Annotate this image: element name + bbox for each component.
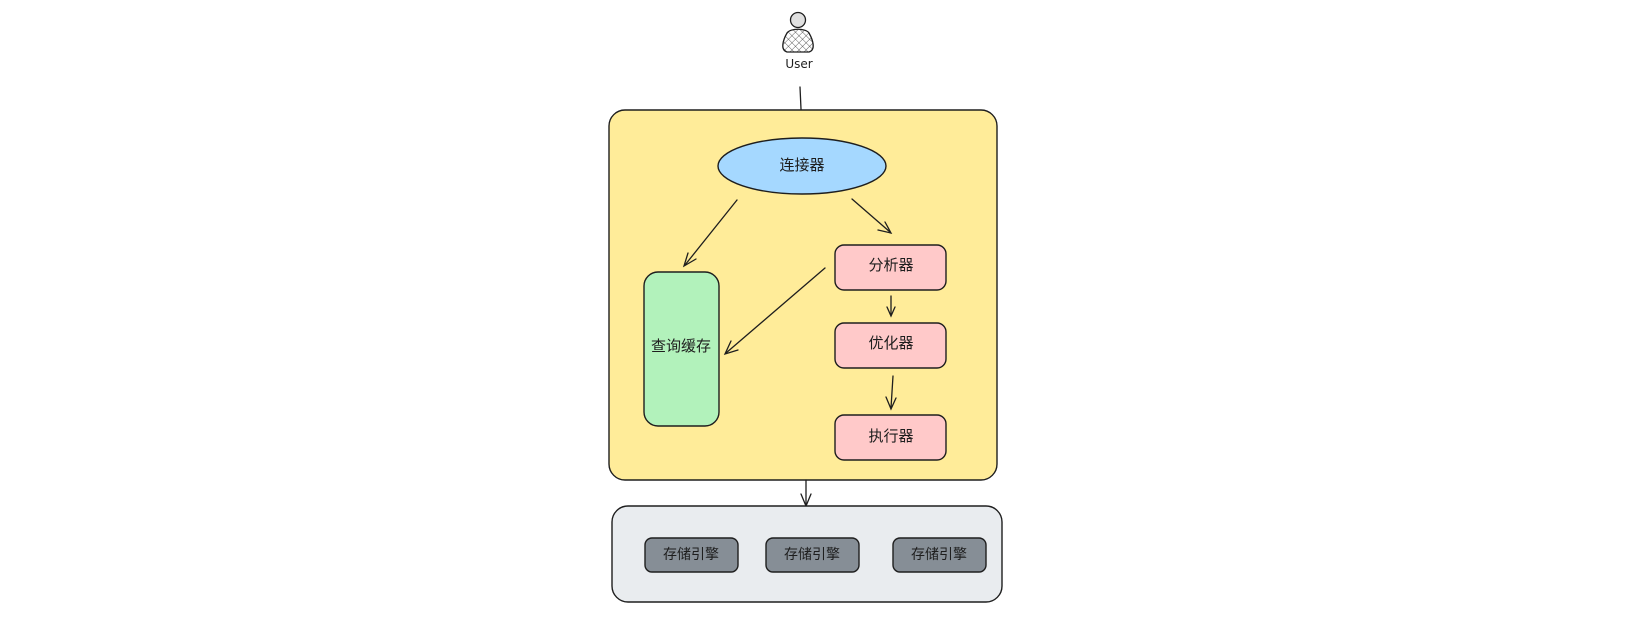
arrow-connector-to-analyzer bbox=[851, 198, 893, 234]
query-cache-node[interactable]: 查询缓存 bbox=[643, 271, 720, 427]
executor-node[interactable]: 执行器 bbox=[834, 414, 947, 461]
arrow-server-to-storage bbox=[800, 479, 812, 508]
arrow-optimizer-to-executor bbox=[885, 375, 897, 411]
analyzer-node[interactable]: 分析器 bbox=[834, 244, 947, 291]
optimizer-label: 优化器 bbox=[868, 334, 913, 352]
storage-engine-3[interactable]: 存储引擎 bbox=[892, 537, 987, 573]
storage-engine-label: 存储引擎 bbox=[911, 547, 967, 563]
executor-label: 执行器 bbox=[868, 427, 913, 445]
storage-engine-label: 存储引擎 bbox=[663, 547, 719, 563]
query-cache-label: 查询缓存 bbox=[651, 337, 711, 355]
connector-label: 连接器 bbox=[779, 156, 824, 174]
user-label: User bbox=[785, 57, 812, 71]
storage-engine-1[interactable]: 存储引擎 bbox=[644, 537, 739, 573]
arrow-analyzer-to-cache bbox=[723, 267, 826, 356]
user-icon bbox=[782, 11, 814, 53]
arrow-connector-to-cache bbox=[682, 199, 738, 268]
storage-engine-label: 存储引擎 bbox=[784, 547, 840, 563]
analyzer-label: 分析器 bbox=[868, 256, 913, 274]
arrow-analyzer-to-optimizer bbox=[886, 295, 896, 318]
optimizer-node[interactable]: 优化器 bbox=[834, 322, 947, 369]
storage-engine-2[interactable]: 存储引擎 bbox=[765, 537, 860, 573]
connector-node[interactable]: 连接器 bbox=[717, 137, 887, 195]
